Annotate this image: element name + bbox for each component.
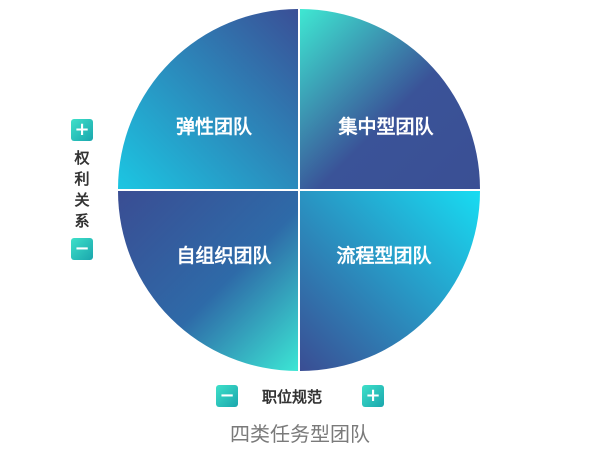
quadrant-top-right — [300, 9, 480, 189]
quadrant-bottom-right — [300, 191, 480, 371]
quadrant-top-left — [118, 9, 298, 189]
vertical-axis-plus-icon: + — [71, 119, 93, 141]
diagram-caption: 四类任务型团队 — [230, 422, 370, 446]
vertical-axis-label: 权利关系 — [74, 149, 90, 230]
label-self-organized-team: 自组织团队 — [176, 244, 272, 267]
quadrant-bottom-left — [118, 191, 298, 371]
label-elastic-team: 弹性团队 — [176, 115, 253, 138]
horizontal-axis-plus-icon: + — [362, 385, 384, 407]
vertical-axis-minus-icon: − — [71, 238, 93, 260]
label-centralized-team: 集中型团队 — [337, 115, 434, 138]
label-process-team: 流程型团队 — [336, 244, 432, 267]
horizontal-axis-label: 职位规范 — [262, 388, 323, 406]
horizontal-axis-minus-icon: − — [216, 385, 238, 407]
